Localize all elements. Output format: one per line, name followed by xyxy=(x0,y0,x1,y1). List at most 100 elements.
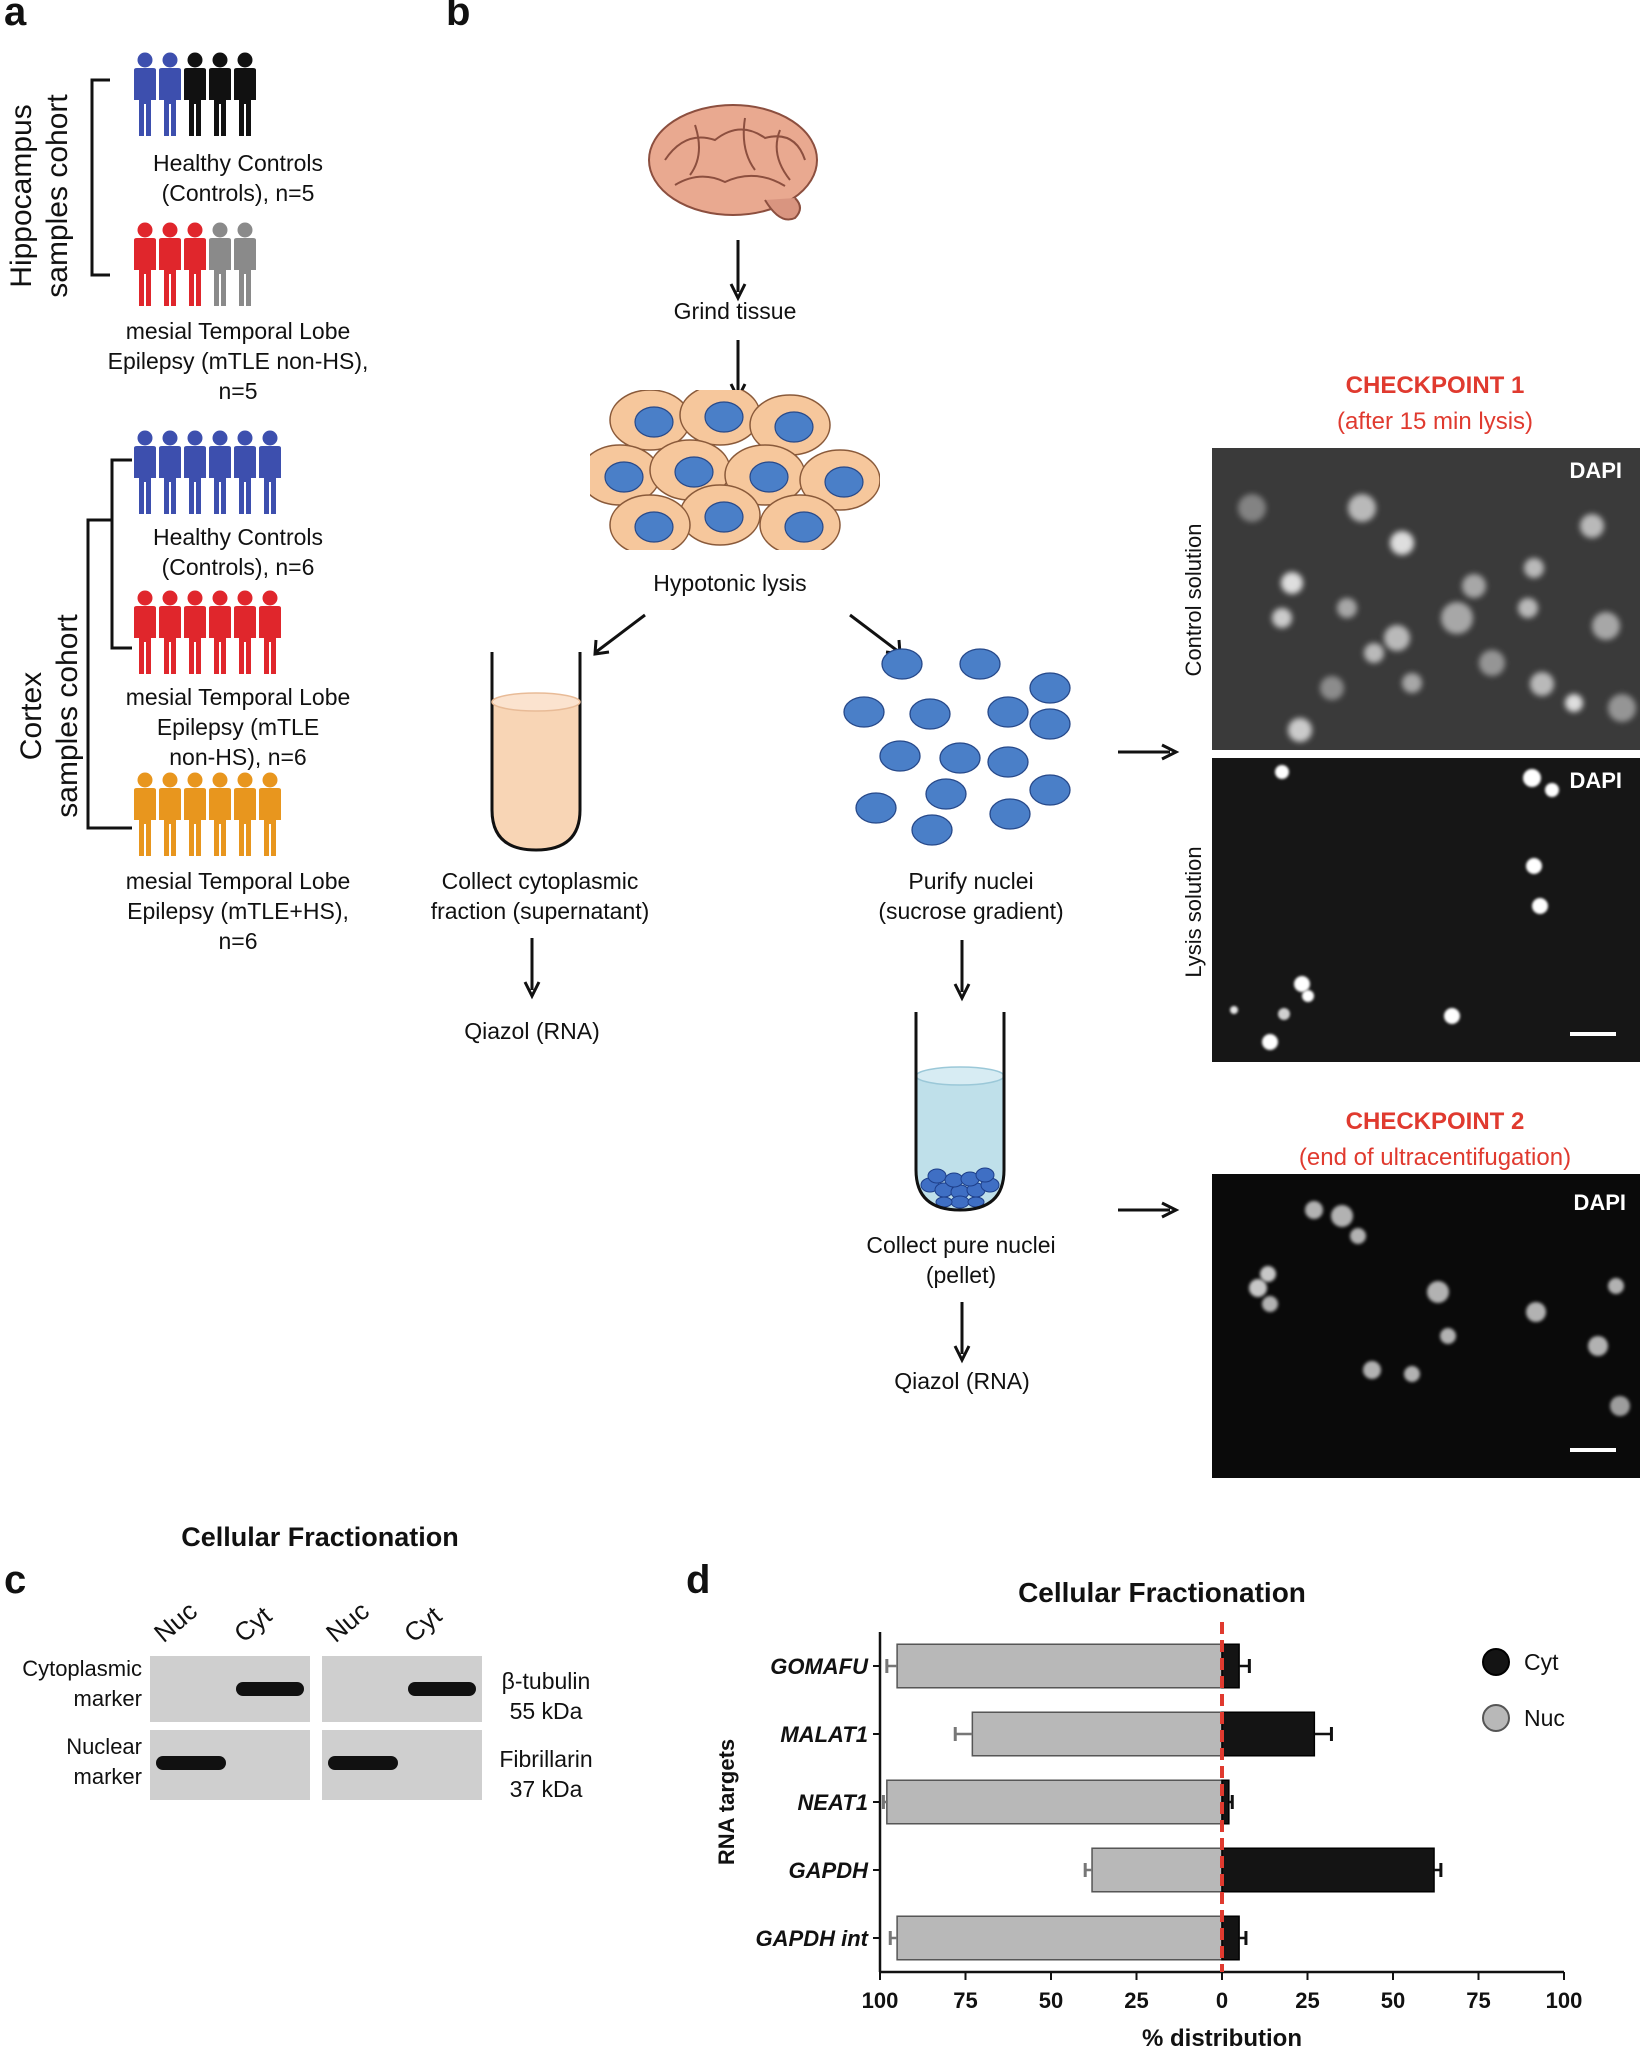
nucleus-spot xyxy=(1441,602,1473,634)
nucleus-spot xyxy=(1230,1006,1238,1014)
nucleus-spot xyxy=(1532,898,1548,914)
band-nuc-fibrillarin-1 xyxy=(156,1756,226,1770)
person-icon xyxy=(134,222,156,306)
nucleus-icon xyxy=(879,740,921,772)
nucleus-icon xyxy=(1029,708,1071,740)
nucleus-spot xyxy=(1238,494,1266,522)
nucleus-spot xyxy=(1608,1278,1624,1294)
panel-c-label: c xyxy=(4,1558,27,1602)
lysis-nuclei-marks xyxy=(1230,765,1559,1050)
cell-icon xyxy=(724,444,806,506)
nucleus-spot xyxy=(1337,598,1357,618)
person-icon xyxy=(134,430,156,514)
panel-b-label: b xyxy=(446,0,471,34)
nucleus-spot xyxy=(1592,612,1620,640)
nucleus-spot xyxy=(1363,1361,1381,1379)
x-tick-label: 75 xyxy=(953,1988,977,2013)
person-icon xyxy=(159,590,181,674)
nucleus-spot xyxy=(1402,673,1422,693)
blot-col-cyt-1: Cyt xyxy=(228,1600,278,1649)
band-cyt-tubulin-2 xyxy=(408,1682,476,1696)
nucleus-icon xyxy=(1029,672,1071,704)
step-qiazol-cyto: Qiazol (RNA) xyxy=(464,1018,600,1044)
nucleus-icon xyxy=(1029,774,1071,806)
person-icon xyxy=(159,52,181,136)
nucleus-icon xyxy=(989,798,1031,830)
person-icon xyxy=(159,772,181,856)
nucleus-spot xyxy=(1350,1228,1366,1244)
person-icon xyxy=(184,430,206,514)
person-icon xyxy=(159,430,181,514)
dapi-label-1: DAPI xyxy=(1569,458,1622,483)
bar-nuc xyxy=(1091,1847,1223,1893)
nucleus-spot xyxy=(1523,769,1541,787)
panel-d-label: d xyxy=(686,1558,711,1602)
cell-icon xyxy=(799,449,880,511)
checkpoint1-subtitle: (after 15 min lysis) xyxy=(1336,408,1534,435)
nucleus-icon xyxy=(909,698,951,730)
y-tick-label: GAPDH int xyxy=(756,1926,870,1951)
person-icon xyxy=(259,430,281,514)
cell-icon xyxy=(590,444,661,506)
group-label-3: Healthy Controls(Controls), n=6 xyxy=(152,524,324,580)
nucleus-spot xyxy=(1524,558,1544,578)
bar-cyt xyxy=(1221,1643,1240,1689)
step-qiazol-nuclei: Qiazol (RNA) xyxy=(894,1368,1030,1394)
nucleus-spot xyxy=(1580,514,1604,538)
lysis-solution-label: Lysis solution xyxy=(1181,846,1206,978)
cohort-brackets xyxy=(86,78,132,830)
nucleus-spot xyxy=(1260,1266,1276,1282)
checkpoint1-title: CHECKPOINT 1 xyxy=(1345,372,1525,399)
person-icon xyxy=(234,430,256,514)
arrow-cyto-to-qiazol xyxy=(523,938,541,1000)
nucleus-spot xyxy=(1444,1008,1460,1024)
person-icon xyxy=(209,52,231,136)
dapi-label-3: DAPI xyxy=(1573,1190,1626,1215)
nucleus-spot xyxy=(1518,598,1538,618)
pellet-nuclei-marks xyxy=(1249,1201,1630,1416)
checkpoint2-subtitle: (end of ultracentifugation) xyxy=(1298,1144,1572,1171)
nucleus-spot xyxy=(1427,1281,1449,1303)
blot-cyto-right xyxy=(322,1656,482,1722)
blot-col-cyt-2: Cyt xyxy=(398,1600,448,1649)
nucleus-icon xyxy=(881,648,923,680)
nucleus-spot xyxy=(1288,718,1312,742)
y-tick-label: NEAT1 xyxy=(798,1790,869,1815)
legend-swatch xyxy=(1482,1648,1510,1676)
nucleus-spot xyxy=(1404,1366,1420,1382)
legend-swatch xyxy=(1482,1704,1510,1732)
person-icon xyxy=(134,590,156,674)
micrograph-control-solution: DAPI xyxy=(1212,448,1640,750)
person-icon xyxy=(259,772,281,856)
group-label-1: Healthy Controls(Controls), n=5 xyxy=(152,150,324,206)
x-tick-label: 25 xyxy=(1124,1988,1148,2013)
cell-icon xyxy=(679,390,761,446)
nucleus-spot xyxy=(1294,976,1310,992)
arrow-purify-to-pellet xyxy=(953,940,971,1002)
blot-col-nuc-1: Nuc xyxy=(148,1595,203,1649)
nucleus-spot xyxy=(1348,494,1376,522)
bar-cyt xyxy=(1221,1711,1316,1757)
step-purify-nuclei: Purify nuclei(sucrose gradient) xyxy=(878,868,1064,924)
step-collect-pure-nuclei: Collect pure nuclei(pellet) xyxy=(866,1232,1056,1288)
person-icon xyxy=(209,222,231,306)
person-icon xyxy=(259,590,281,674)
nucleus-spot xyxy=(1302,990,1314,1002)
nucleus-spot xyxy=(1588,1336,1608,1356)
cell-icon xyxy=(759,494,841,550)
brain-icon xyxy=(648,104,818,221)
person-icon xyxy=(209,590,231,674)
nucleus-icon xyxy=(855,792,897,824)
blot-nuc-right xyxy=(322,1730,482,1800)
person-icon xyxy=(184,772,206,856)
nucleus-icon xyxy=(987,746,1029,778)
cell-icon xyxy=(679,484,761,546)
nucleus-spot xyxy=(1272,608,1292,628)
y-tick-label: GOMAFU xyxy=(770,1654,869,1679)
bar-cyt xyxy=(1221,1915,1240,1961)
x-tick-label: 50 xyxy=(1381,1988,1405,2013)
nucleus-spot xyxy=(1249,1279,1267,1297)
